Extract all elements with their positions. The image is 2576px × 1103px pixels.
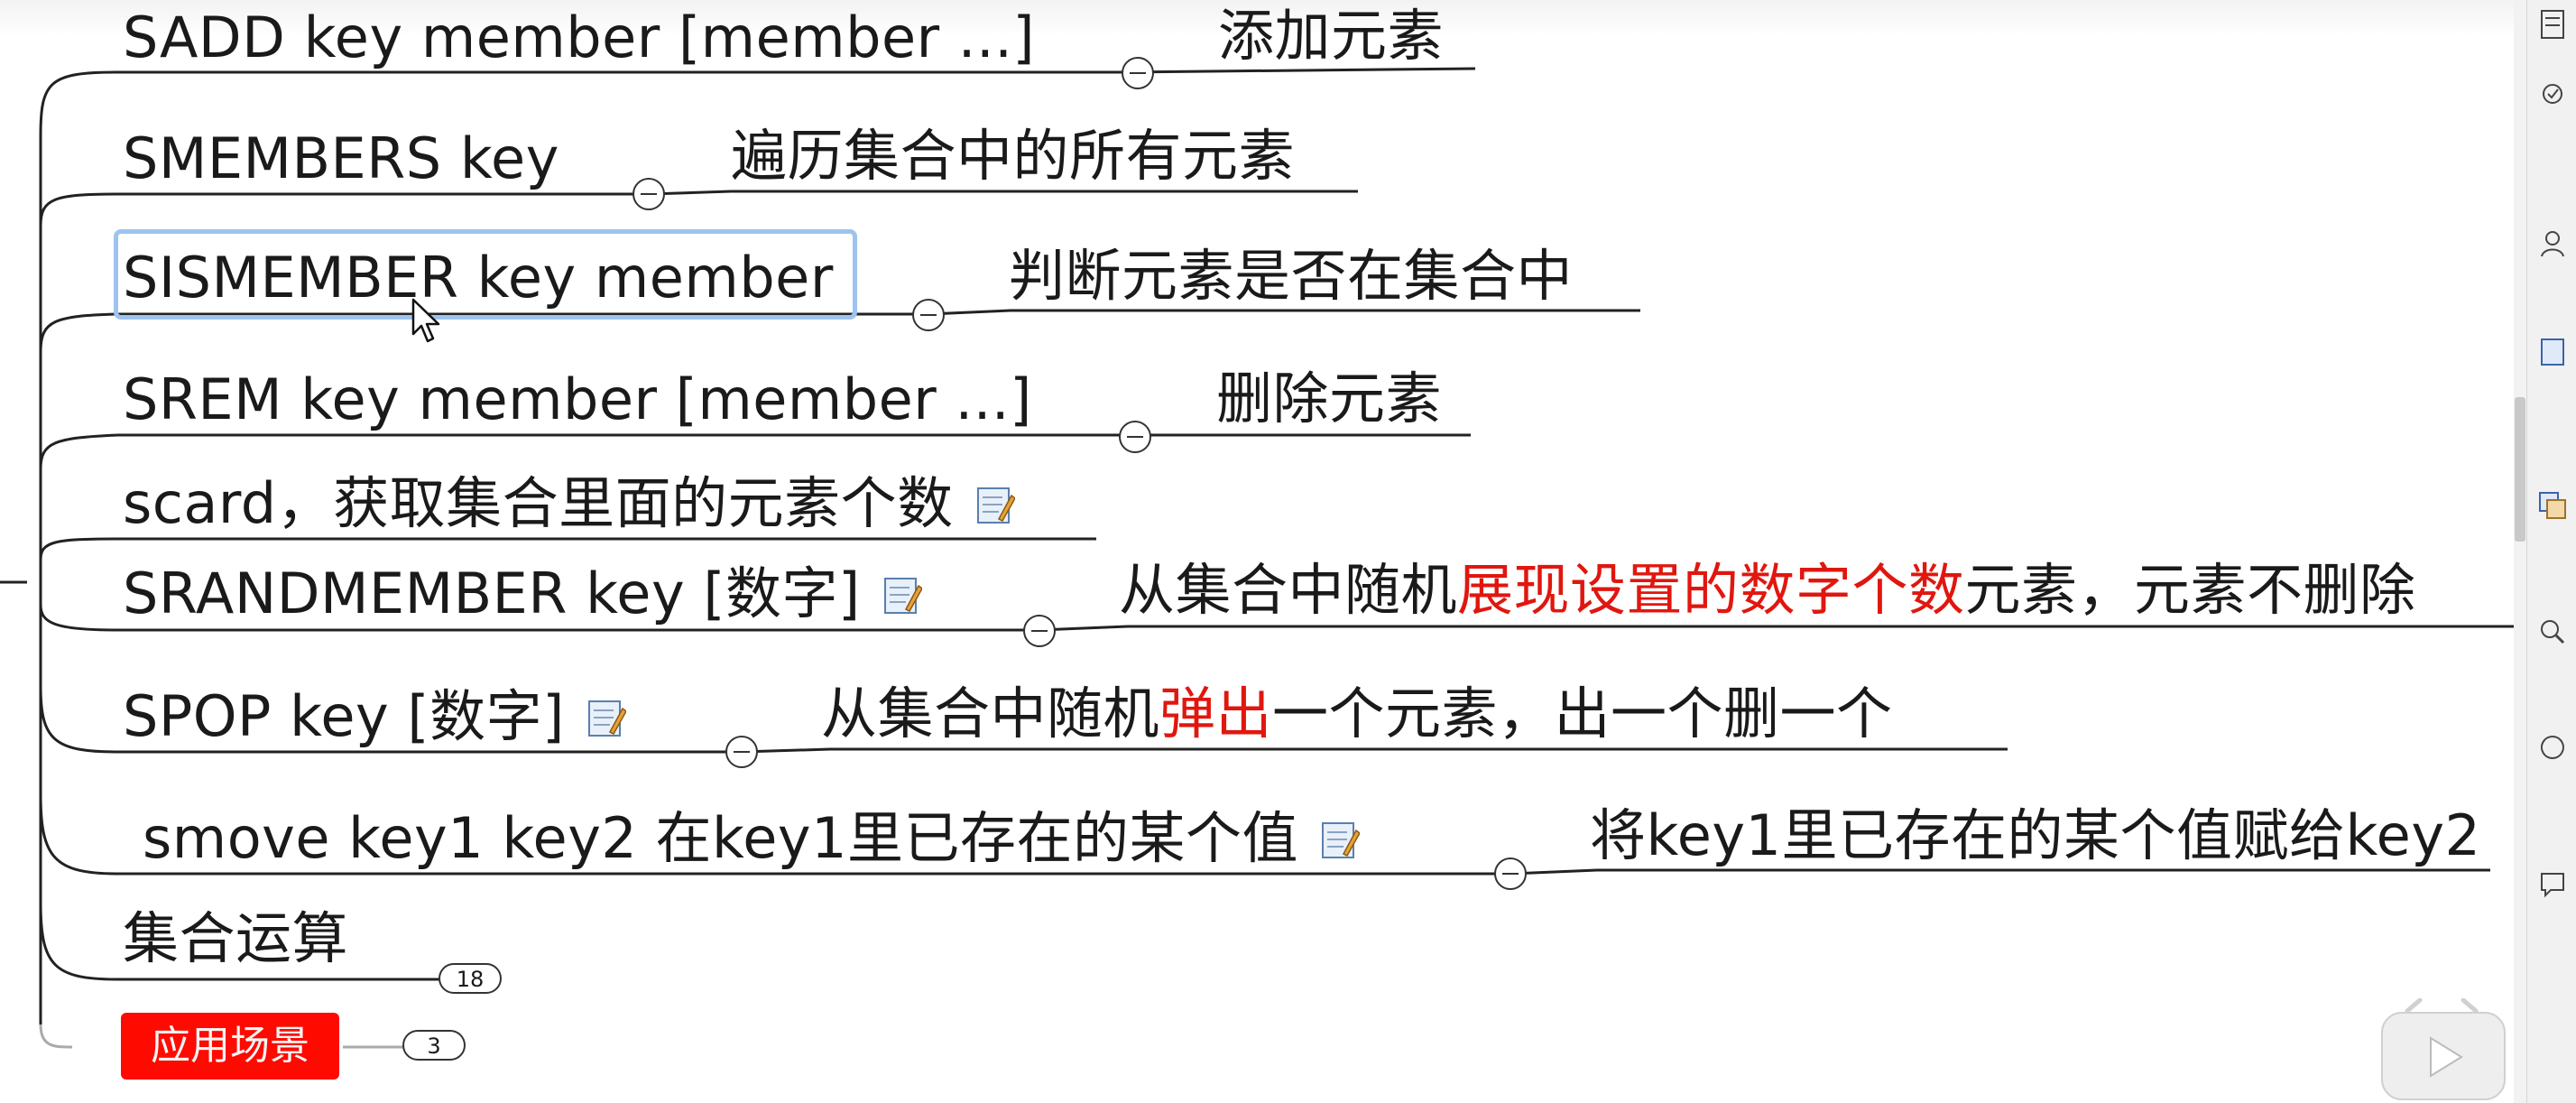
note-icon[interactable]	[975, 483, 1015, 524]
topic-sismember[interactable]: SISMEMBER key member	[123, 245, 834, 311]
topic-use-cases[interactable]: 应用场景	[121, 1013, 339, 1080]
note-srandmember-pre: 从集合中随机	[1119, 557, 1458, 623]
note-smove[interactable]: 将key1里已存在的某个值赋给key2	[1590, 802, 2481, 868]
scrollbar-thumb[interactable]	[2515, 397, 2525, 542]
note-spop[interactable]: 从集合中随机弹出一个元素，出一个删一个	[821, 678, 1893, 750]
resource-icon[interactable]	[2534, 226, 2571, 276]
child-count-badge[interactable]: 3	[402, 1030, 466, 1061]
topic-srandmember[interactable]: SRANDMEMBER key [数字]	[123, 558, 922, 630]
topic-sadd[interactable]: SADD key member [member ...]	[123, 5, 1036, 70]
note-spop-highlight: 弹出	[1159, 681, 1273, 746]
topic-scard[interactable]: scard，获取集合里面的元素个数	[123, 468, 1015, 540]
note-icon[interactable]	[882, 573, 922, 615]
note-srandmember[interactable]: 从集合中随机展现设置的数字个数元素，元素不删除	[1119, 554, 2416, 626]
search-icon[interactable]	[2534, 614, 2571, 664]
child-count-badge[interactable]: 18	[439, 963, 502, 994]
topic-srem[interactable]: SREM key member [member ...]	[123, 366, 1032, 432]
right-side-panel	[2526, 0, 2576, 1103]
topic-set-operations[interactable]: 集合运算	[123, 905, 349, 971]
vertical-scrollbar[interactable]	[2514, 0, 2526, 1103]
video-play-icon[interactable]	[2375, 998, 2508, 1103]
note-srandmember-highlight: 展现设置的数字个数	[1457, 557, 1965, 623]
topic-scard-label: scard，获取集合里面的元素个数	[123, 470, 954, 536]
topic-smove-label: smove key1 key2 在key1里已存在的某个值	[143, 805, 1299, 871]
topic-smove[interactable]: smove key1 key2 在key1里已存在的某个值	[143, 802, 1361, 875]
collapse-toggle-sismember[interactable]	[912, 299, 945, 331]
topic-smembers[interactable]: SMEMBERS key	[123, 125, 559, 191]
note-sismember[interactable]: 判断元素是否在集合中	[1009, 243, 1574, 309]
topic-srandmember-label: SRANDMEMBER key [数字]	[123, 561, 861, 626]
topic-spop-label: SPOP key [数字]	[123, 683, 565, 749]
note-smembers[interactable]: 遍历集合中的所有元素	[731, 123, 1296, 189]
note-spop-post: 一个元素，出一个删一个	[1272, 681, 1893, 746]
markers-icon[interactable]	[2534, 731, 2571, 782]
note-icon[interactable]	[1320, 818, 1361, 859]
collapse-toggle-smembers[interactable]	[632, 178, 665, 210]
topic-spop[interactable]: SPOP key [数字]	[123, 681, 626, 753]
note-icon[interactable]	[2534, 334, 2571, 385]
collapse-toggle-srandmember[interactable]	[1023, 615, 1056, 647]
collapse-toggle-smove[interactable]	[1494, 857, 1527, 890]
collapse-toggle-spop[interactable]	[725, 736, 758, 768]
note-sadd[interactable]: 添加元素	[1218, 3, 1445, 69]
note-srandmember-post: 元素，元素不删除	[1964, 557, 2416, 623]
collapse-toggle-sadd[interactable]	[1122, 57, 1154, 89]
note-spop-pre: 从集合中随机	[821, 681, 1160, 746]
comment-icon[interactable]	[2534, 867, 2571, 917]
note-srem[interactable]: 删除元素	[1216, 366, 1443, 431]
note-icon[interactable]	[586, 696, 626, 737]
outline-icon[interactable]	[2534, 5, 2571, 56]
collapse-toggle-srem[interactable]	[1119, 421, 1151, 453]
task-icon[interactable]	[2534, 78, 2571, 128]
style-icon[interactable]	[2534, 487, 2571, 538]
